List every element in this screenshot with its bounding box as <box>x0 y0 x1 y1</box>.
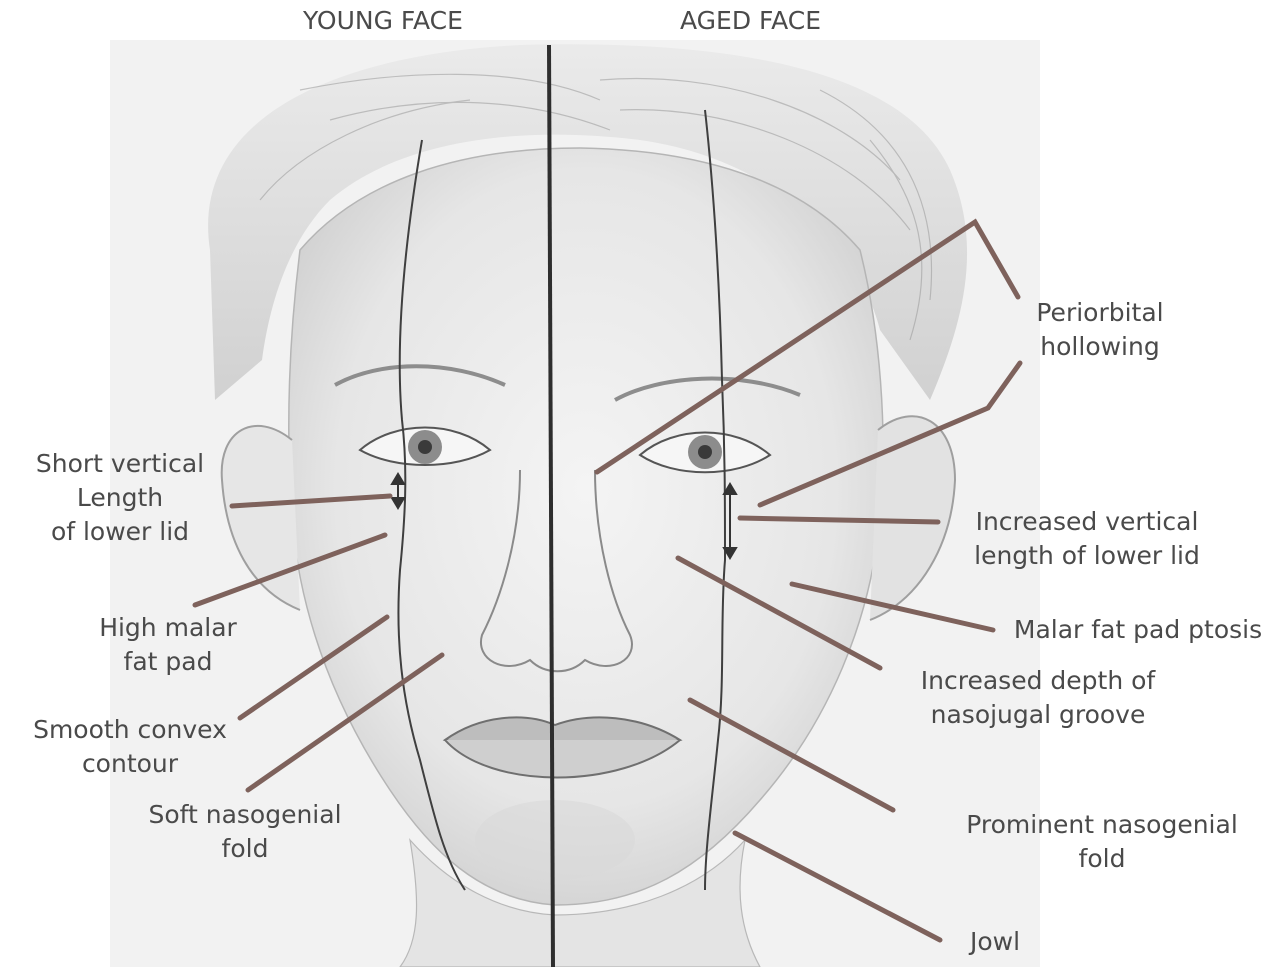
label-nasojugal: Increased depth of nasojugal groove <box>898 664 1178 732</box>
label-high-malar: High malar fat pad <box>88 611 248 679</box>
label-short-vertical: Short vertical Length of lower lid <box>28 447 212 549</box>
header-aged-face: AGED FACE <box>680 6 821 36</box>
label-smooth-convex: Smooth convex contour <box>18 713 242 781</box>
label-jowl: Jowl <box>955 925 1035 959</box>
label-malar-ptosis: Malar fat pad ptosis <box>1000 613 1276 647</box>
label-increased-vertical: Increased vertical length of lower lid <box>958 505 1216 573</box>
label-soft-nasogenial: Soft nasogenial fold <box>138 798 352 866</box>
header-young-face: YOUNG FACE <box>303 6 463 36</box>
chin-shading <box>475 800 635 880</box>
label-prominent-nasogenial: Prominent nasogenial fold <box>948 808 1256 876</box>
label-periorbital: Periorbital hollowing <box>1025 296 1175 364</box>
